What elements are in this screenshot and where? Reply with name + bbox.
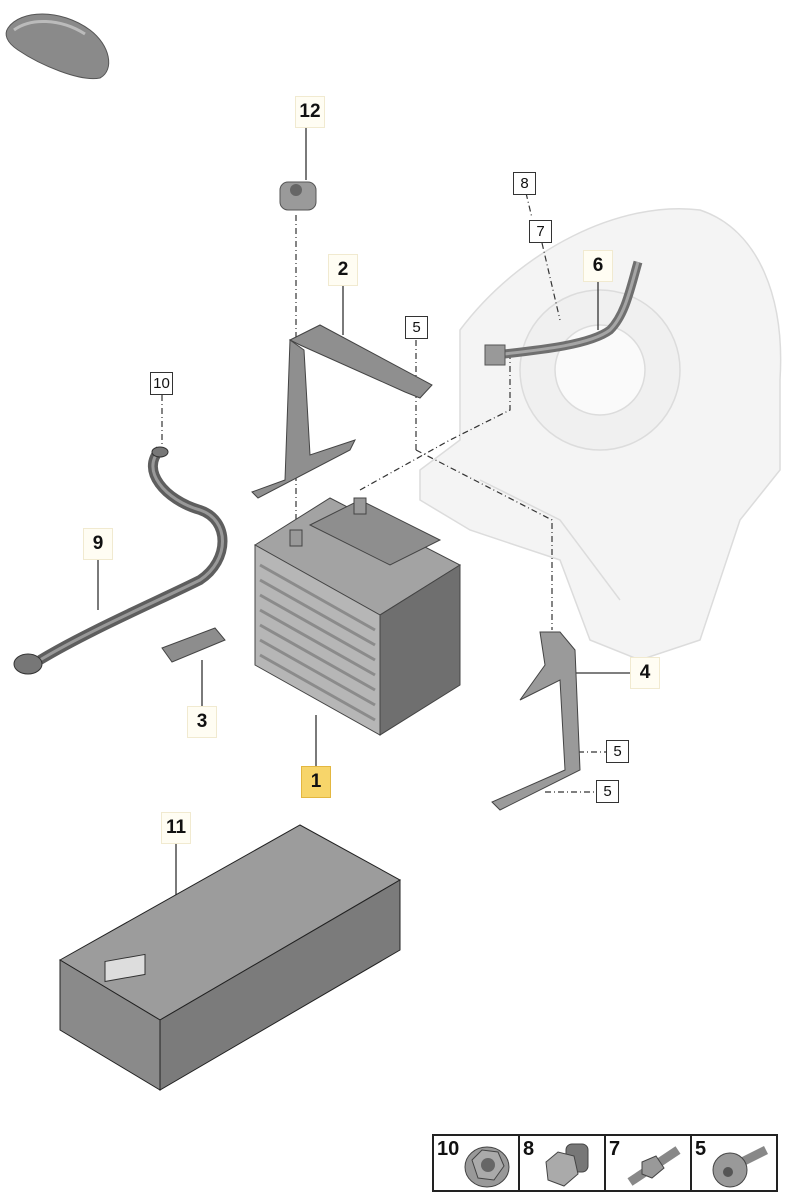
legend-item-8[interactable]: 8 bbox=[520, 1136, 606, 1190]
fastener-legend: 10 8 7 5 bbox=[432, 1134, 778, 1192]
legend-item-5[interactable]: 5 bbox=[692, 1136, 776, 1190]
car-thumbnail-icon[interactable] bbox=[5, 13, 110, 80]
legend-number: 7 bbox=[609, 1138, 621, 1160]
callout-4[interactable]: 4 bbox=[630, 657, 660, 689]
callout-8[interactable]: 8 bbox=[513, 172, 536, 195]
battery-packaging-box bbox=[59, 824, 402, 1091]
legend-number: 5 bbox=[695, 1138, 707, 1160]
battery-cable bbox=[13, 446, 228, 675]
flange-nut-icon bbox=[464, 1146, 510, 1188]
battery bbox=[254, 497, 462, 736]
callout-11[interactable]: 11 bbox=[161, 812, 191, 844]
callout-1-highlighted[interactable]: 1 bbox=[301, 766, 331, 798]
terminal-clamp bbox=[279, 181, 317, 211]
callout-9[interactable]: 9 bbox=[83, 528, 113, 560]
hex-bolt-icon bbox=[545, 1143, 589, 1187]
callout-12[interactable]: 12 bbox=[295, 96, 325, 128]
stud-bolt-icon bbox=[627, 1146, 681, 1186]
hold-down-bracket bbox=[251, 324, 433, 499]
cable-clip bbox=[161, 627, 226, 663]
callout-7[interactable]: 7 bbox=[529, 220, 552, 243]
legend-number: 10 bbox=[437, 1138, 460, 1160]
legend-item-7[interactable]: 7 bbox=[606, 1136, 692, 1190]
callout-3[interactable]: 3 bbox=[187, 706, 217, 738]
callout-6[interactable]: 6 bbox=[583, 250, 613, 282]
callout-2[interactable]: 2 bbox=[328, 254, 358, 286]
ground-cable bbox=[484, 260, 643, 366]
callout-5[interactable]: 5 bbox=[606, 740, 629, 763]
leader-lines bbox=[97, 128, 630, 895]
callout-5[interactable]: 5 bbox=[596, 780, 619, 803]
chassis-section bbox=[419, 208, 782, 661]
callout-10[interactable]: 10 bbox=[150, 372, 173, 395]
callout-5[interactable]: 5 bbox=[405, 316, 428, 339]
battery-support-bracket bbox=[491, 631, 581, 811]
torx-screw-icon bbox=[712, 1145, 769, 1188]
legend-number: 8 bbox=[523, 1138, 535, 1160]
legend-item-10[interactable]: 10 bbox=[434, 1136, 520, 1190]
